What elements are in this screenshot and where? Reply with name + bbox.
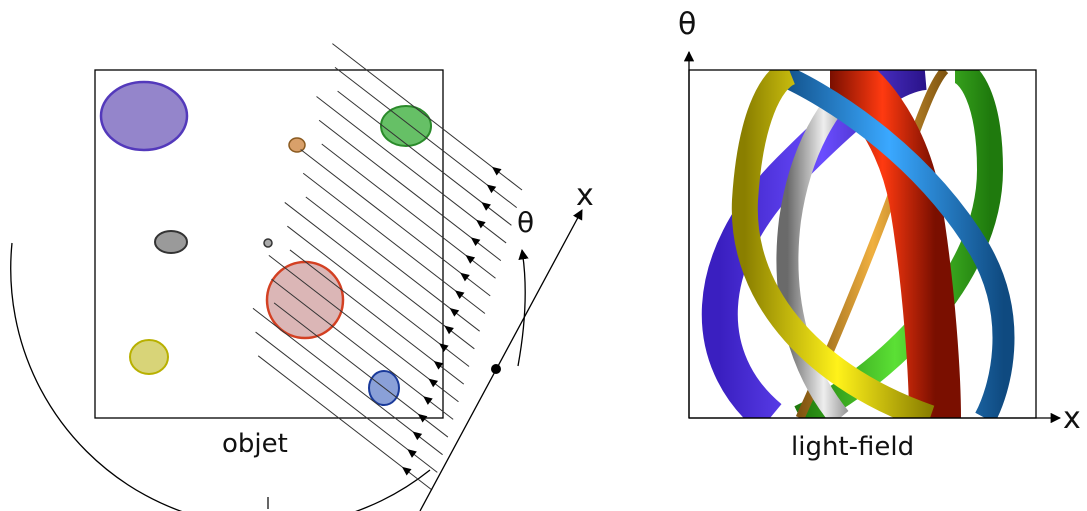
- ray-arrowhead: [428, 378, 439, 388]
- rotated-axis-x-label: x: [576, 178, 594, 213]
- ray-arrowhead: [444, 325, 454, 335]
- ray-arrowhead: [412, 431, 423, 441]
- ray-arrowhead: [470, 237, 481, 247]
- theta-arc: [517, 248, 529, 367]
- light-field-caption: light-field: [791, 432, 914, 462]
- orange-ellipse: [288, 137, 306, 153]
- ray-arrowhead: [401, 466, 412, 476]
- ray-line: [334, 66, 518, 209]
- ray-line: [284, 202, 475, 350]
- rotated-x-axis: [419, 209, 583, 511]
- parallel-rays: [252, 43, 523, 491]
- observation-arc: [10, 242, 431, 511]
- purple-ellipse: [99, 80, 189, 152]
- ray-arrowhead: [486, 184, 497, 194]
- ray-arrowhead: [491, 166, 502, 176]
- blue-ribbon: [770, 70, 1015, 418]
- ray-line: [287, 225, 470, 367]
- ray-arrowhead: [417, 413, 428, 423]
- ray-line: [255, 331, 438, 473]
- ribbon-group: [701, 70, 1015, 418]
- ray-line: [268, 254, 459, 403]
- gray-ellipse: [154, 230, 188, 254]
- pivot-dot: [491, 364, 501, 374]
- x-axis-label: x: [1063, 401, 1081, 436]
- ray-line: [332, 43, 523, 191]
- ray-line: [300, 149, 491, 297]
- ray-arrowhead: [476, 219, 486, 229]
- ray-arrowhead: [460, 272, 470, 282]
- rotated-axis-theta-label: θ: [517, 206, 534, 239]
- green-ellipse: [380, 105, 432, 147]
- ray-arrowhead: [449, 307, 460, 317]
- object-diagram: x θ objet: [10, 43, 594, 511]
- object-box: [94, 69, 444, 419]
- yellow-ribbon: [731, 70, 935, 418]
- light-field-diagram: θ x light-field: [678, 7, 1081, 462]
- ray-arrowhead: [433, 360, 444, 370]
- ray-line: [316, 96, 507, 244]
- theta-axis-label: θ: [678, 7, 696, 42]
- ray-arrowhead: [465, 255, 476, 264]
- ray-line: [302, 172, 486, 314]
- ray-arrowhead: [407, 449, 417, 458]
- ray-line: [271, 278, 454, 420]
- object-caption: objet: [222, 429, 288, 459]
- ray-arrowhead: [423, 396, 433, 405]
- red-ribbon: [825, 70, 961, 418]
- yellow-ellipse: [129, 339, 169, 375]
- ray-line: [318, 119, 502, 261]
- ray-line: [252, 307, 443, 456]
- ray-arrowhead: [439, 343, 449, 352]
- small-dot: [263, 238, 273, 248]
- ray-arrowhead: [454, 290, 465, 299]
- ray-arrowhead: [481, 202, 491, 211]
